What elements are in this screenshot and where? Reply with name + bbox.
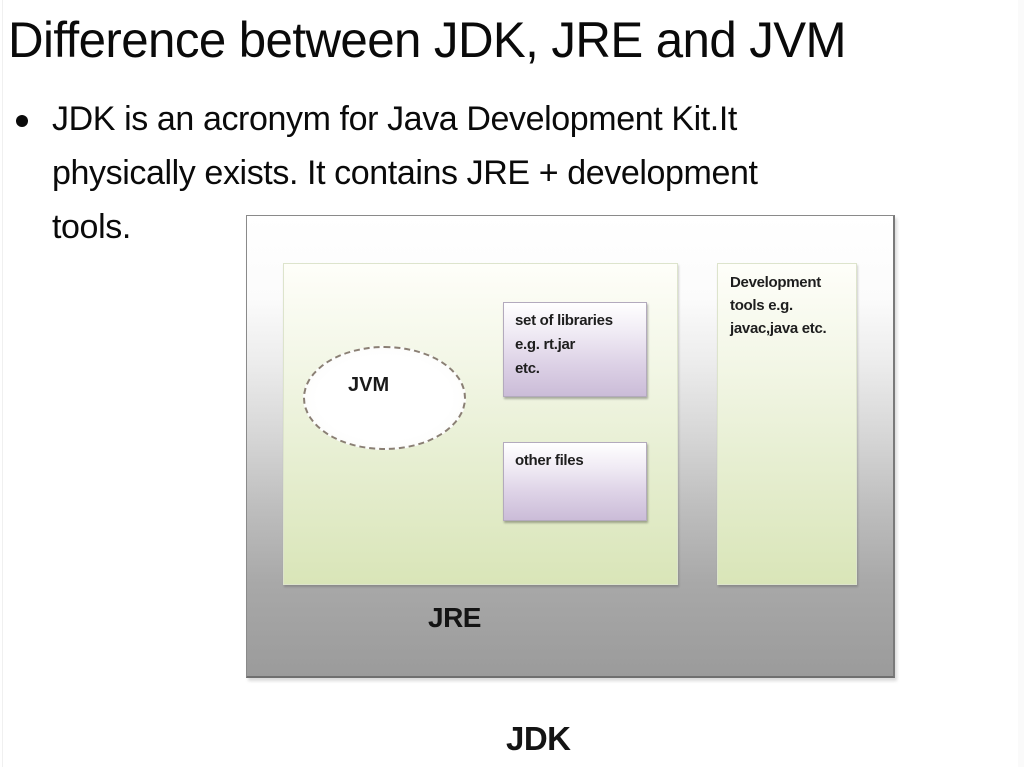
libraries-line: set of libraries (515, 312, 613, 329)
jvm-ellipse: JVM (303, 346, 466, 450)
dev-tools-line: Development (730, 274, 821, 291)
jdk-diagram-box: JVM set of libraries e.g. rt.jar etc. ot… (246, 215, 895, 678)
libraries-text: set of libraries e.g. rt.jar etc. (515, 309, 613, 381)
bullet-item: JDK is an acronym for Java Development K… (14, 92, 952, 254)
dev-tools-line: javac,java etc. (730, 320, 827, 337)
libraries-box: set of libraries e.g. rt.jar etc. (503, 302, 647, 397)
slide-right-edge (1018, 0, 1024, 767)
other-files-text: other files (515, 449, 584, 473)
bullet-line: tools. (52, 208, 131, 246)
development-tools-text: Development tools e.g. javac,java etc. (730, 271, 860, 340)
jre-box: JVM set of libraries e.g. rt.jar etc. ot… (283, 263, 678, 585)
other-files-box: other files (503, 442, 647, 521)
libraries-line: e.g. rt.jar (515, 336, 576, 353)
jdk-label: JDK (506, 720, 571, 757)
development-tools-box: Development tools e.g. javac,java etc. (717, 263, 857, 585)
jre-label: JRE (428, 602, 481, 633)
slide-left-edge (2, 0, 3, 767)
dev-tools-line: tools e.g. (730, 297, 793, 314)
bullet-line: physically exists. It contains JRE + dev… (52, 154, 758, 192)
slide-title: Difference between JDK, JRE and JVM (8, 12, 847, 68)
jvm-label: JVM (348, 374, 390, 396)
other-files-line: other files (515, 452, 584, 469)
libraries-line: etc. (515, 360, 540, 377)
bullet-list: JDK is an acronym for Java Development K… (14, 92, 952, 254)
bullet-dot-icon (16, 115, 28, 127)
bullet-line: JDK is an acronym for Java Development K… (52, 100, 737, 138)
